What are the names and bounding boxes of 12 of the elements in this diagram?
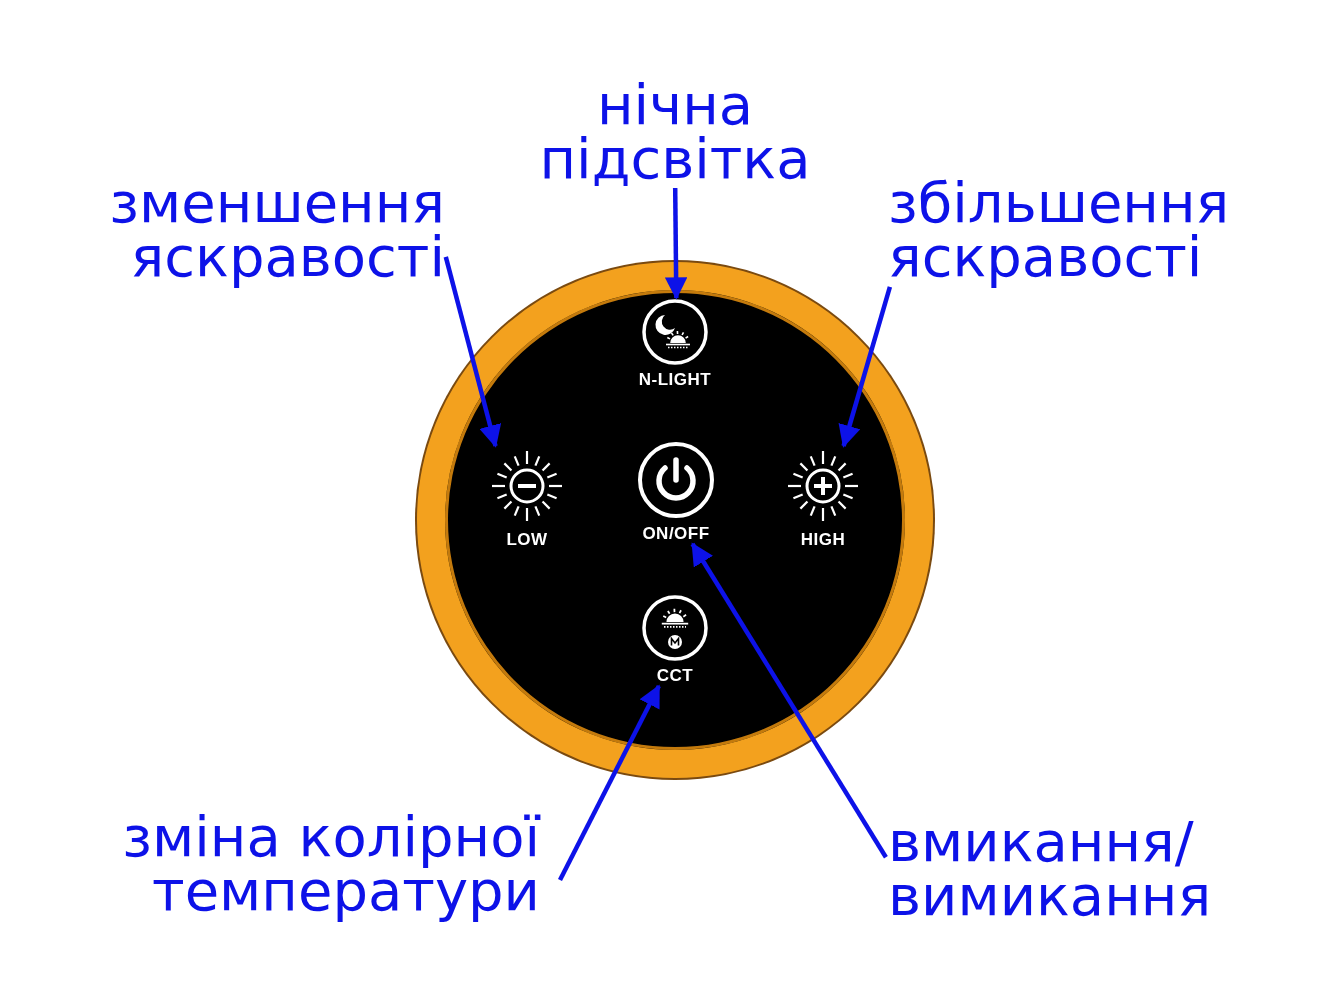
arrow xyxy=(664,187,688,300)
button-label: N-LIGHT xyxy=(638,370,712,390)
button-label: CCT xyxy=(656,666,694,686)
arrow xyxy=(838,286,893,448)
callout-text: нічна підсвітка xyxy=(535,78,815,186)
callout-text: вмикання/ вимикання xyxy=(888,815,1238,923)
arrow xyxy=(558,684,661,881)
arrow xyxy=(443,256,502,448)
button-label: LOW xyxy=(506,530,548,550)
button-label: ON/OFF xyxy=(642,524,710,544)
button-label: HIGH xyxy=(800,530,846,550)
arrow xyxy=(690,542,888,859)
